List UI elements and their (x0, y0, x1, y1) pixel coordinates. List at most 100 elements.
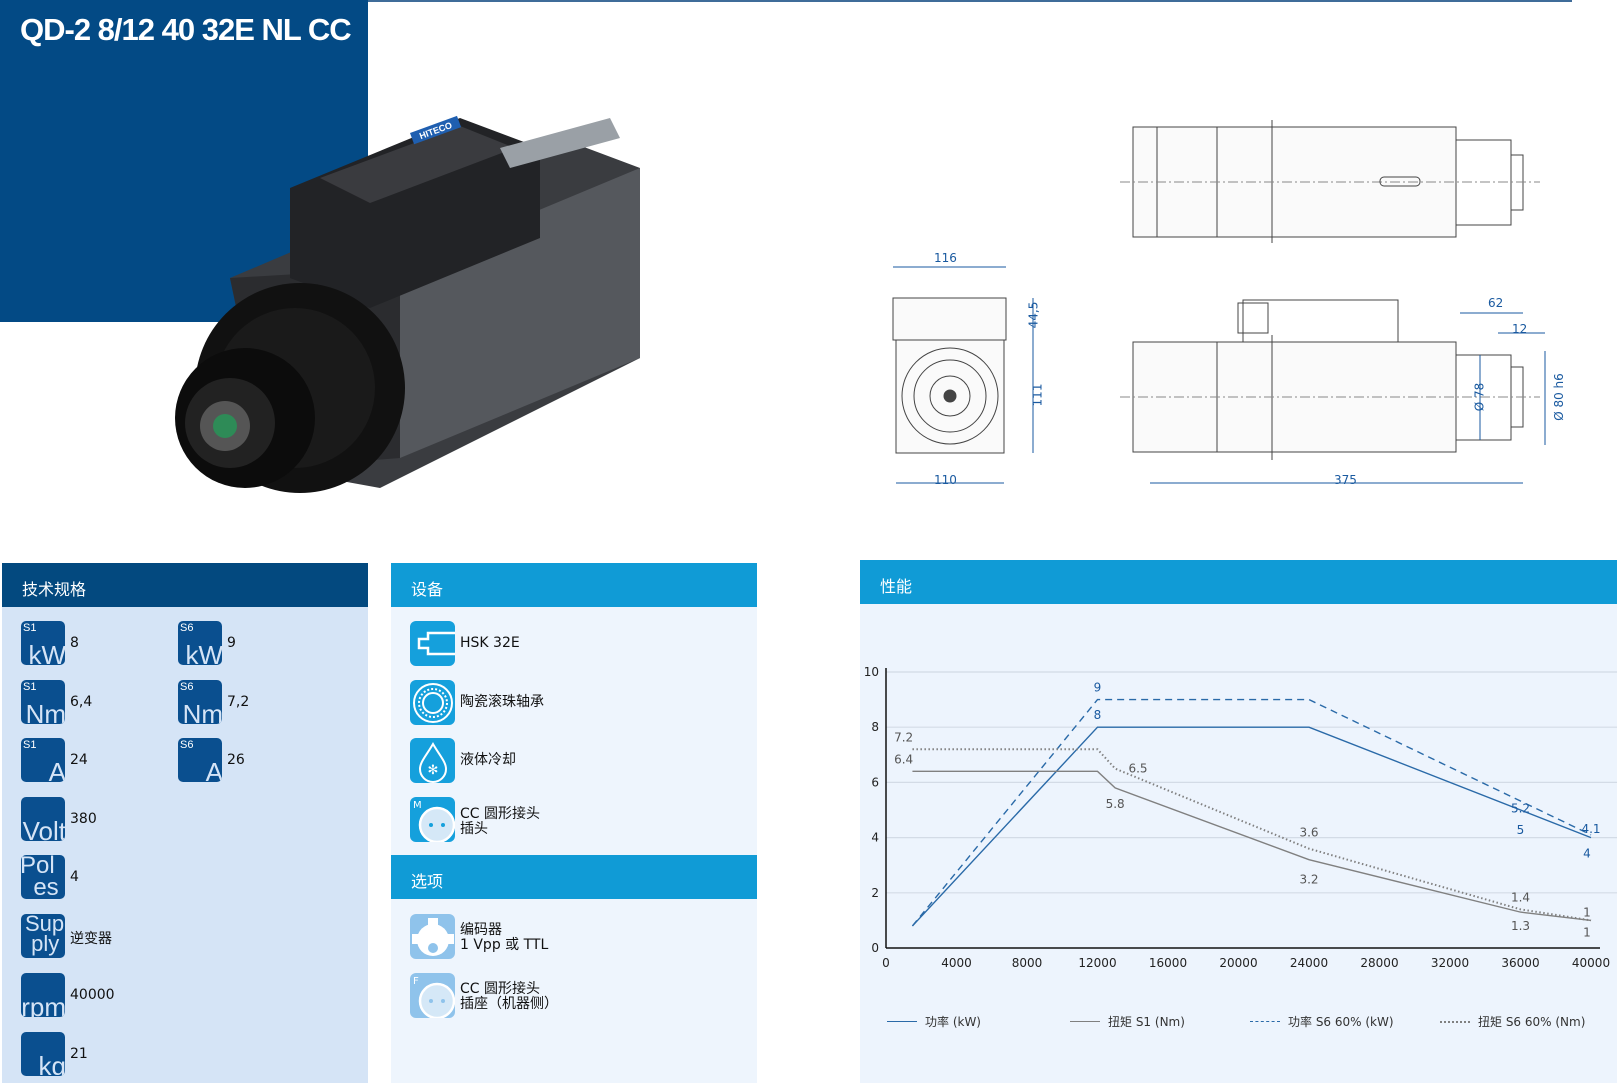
series-line-0 (911, 726, 1592, 927)
dim-length: 375 (1334, 473, 1357, 487)
dim-nose-step: 12 (1512, 322, 1528, 336)
spec-unit-label: Nm (25, 699, 65, 724)
spec-unit-label: kW (28, 640, 65, 665)
spec-icon-a: S1 A (21, 738, 65, 782)
data-label: 6.5 (1128, 762, 1147, 776)
spec-duty-label: S1 (23, 739, 37, 751)
spec-icon-kw: S6 kW (178, 621, 222, 665)
x-tick-label: 36000 (1501, 956, 1539, 970)
svg-text:✻: ✻ (428, 763, 439, 778)
data-label: 4.1 (1581, 822, 1600, 836)
y-tick-label: 0 (871, 941, 879, 955)
connector-plug-icon: M (410, 797, 455, 842)
spec-value: 8 (70, 635, 79, 651)
performance-header: 性能 (860, 560, 1617, 604)
x-tick-label: 4000 (941, 956, 972, 970)
page-title: QD-2 8/12 40 32E NL CC (20, 12, 352, 47)
spec-value: 26 (227, 752, 245, 768)
legend-label: 功率 (kW) (925, 1015, 981, 1029)
legend-label: 扭矩 S1 (Nm) (1108, 1015, 1185, 1029)
data-label: 1 (1583, 905, 1591, 919)
dim-width-top: 116 (934, 251, 957, 265)
spec-unit-label: Sup ply (25, 914, 65, 956)
series-line-2 (911, 698, 1592, 927)
y-tick-label: 2 (871, 886, 879, 900)
legend-item: 扭矩 S6 60% (Nm) (1440, 1013, 1585, 1030)
y-tick-label: 4 (871, 831, 879, 845)
x-tick-label: 12000 (1078, 956, 1116, 970)
x-tick-label: 28000 (1360, 956, 1398, 970)
spec-icon-nm: S6 Nm (178, 680, 222, 724)
spec-value: 逆变器 (70, 931, 112, 947)
legend-swatch (1250, 1021, 1280, 1022)
spec-value: 7,2 (227, 694, 250, 710)
dim-nose-length: 62 (1488, 296, 1504, 310)
x-tick-label: 0 (882, 956, 890, 970)
data-label: 8 (1094, 708, 1102, 722)
spec-unit-label: rpm (21, 992, 65, 1017)
liquid-cooling-icon: ✻ (410, 738, 455, 783)
equipment-header: 设备 (391, 563, 757, 607)
spec-icon-supply: Sup ply (21, 914, 65, 958)
series-line-3 (912, 748, 1592, 922)
option-sublabel: 1 Vpp 或 TTL (460, 937, 549, 953)
legend-swatch (1440, 1020, 1470, 1023)
legend-item: 功率 (kW) (887, 1013, 981, 1030)
x-tick-label: 32000 (1431, 956, 1469, 970)
equipment-item: HSK 32E (460, 636, 520, 651)
spec-value: 380 (70, 811, 97, 827)
bearing-icon (410, 680, 455, 725)
spec-duty-label: S6 (180, 622, 194, 634)
data-label: 7.2 (894, 730, 913, 744)
option-label: CC 圆形接头 (460, 981, 541, 997)
spec-duty-label: S6 (180, 681, 194, 693)
data-label: 1.4 (1511, 890, 1530, 904)
connector-badge: M (413, 800, 422, 811)
encoder-gear-icon (410, 914, 455, 959)
y-tick-label: 6 (871, 775, 879, 789)
spec-unit-label: kW (185, 640, 222, 665)
data-label: 5.8 (1106, 797, 1125, 811)
legend-label: 扭矩 S6 60% (Nm) (1478, 1015, 1586, 1029)
spec-unit-label: Nm (182, 699, 222, 724)
data-label: 3.6 (1299, 826, 1318, 840)
spec-value: 6,4 (70, 694, 93, 710)
spec-icon-poles: Pol es (21, 855, 65, 899)
spec-unit-label: Volt (22, 816, 65, 841)
option-label: 编码器 (460, 922, 502, 938)
data-label: 5 (1517, 823, 1525, 837)
equipment-item: CC 圆形接头插头 (460, 807, 540, 837)
legend-swatch (887, 1021, 917, 1022)
spec-unit-label: A (48, 757, 65, 782)
x-tick-label: 16000 (1149, 956, 1187, 970)
dim-width-bottom: 110 (934, 473, 957, 487)
spec-value: 40000 (70, 987, 115, 1003)
tool-holder-icon (410, 621, 455, 666)
data-label: 5.2 (1511, 801, 1530, 815)
series-line-1 (912, 770, 1592, 922)
spec-duty-label: S6 (180, 739, 194, 751)
spec-unit-label: kg (38, 1051, 65, 1076)
spec-icon-kw: S1 kW (21, 621, 65, 665)
spec-icon-nm: S1 Nm (21, 680, 65, 724)
spec-icon-volt: Volt (21, 797, 65, 841)
equipment-label: 液体冷却 (460, 752, 516, 768)
option-item: CC 圆形接头插座（机器侧） (460, 982, 558, 1012)
spec-duty-label: S1 (23, 681, 37, 693)
legend-label: 功率 S6 60% (kW) (1288, 1015, 1394, 1029)
tech-spec-header: 技术规格 (2, 563, 368, 607)
connector-socket-icon: F (410, 973, 455, 1018)
legend-item: 扭矩 S1 (Nm) (1070, 1013, 1185, 1030)
equipment-item: 陶瓷滚珠轴承 (460, 695, 544, 710)
x-tick-label: 20000 (1219, 956, 1257, 970)
legend-item: 功率 S6 60% (kW) (1250, 1013, 1394, 1030)
x-tick-label: 8000 (1012, 956, 1043, 970)
connector-badge: F (413, 976, 419, 987)
product-photo: HITECO (175, 115, 640, 493)
performance-panel: 性能 (860, 560, 1617, 1083)
equipment-label: CC 圆形接头 (460, 806, 541, 822)
spec-icon-rpm: rpm (21, 973, 65, 1017)
x-tick-label: 40000 (1572, 956, 1610, 970)
y-tick-label: 10 (864, 665, 879, 679)
